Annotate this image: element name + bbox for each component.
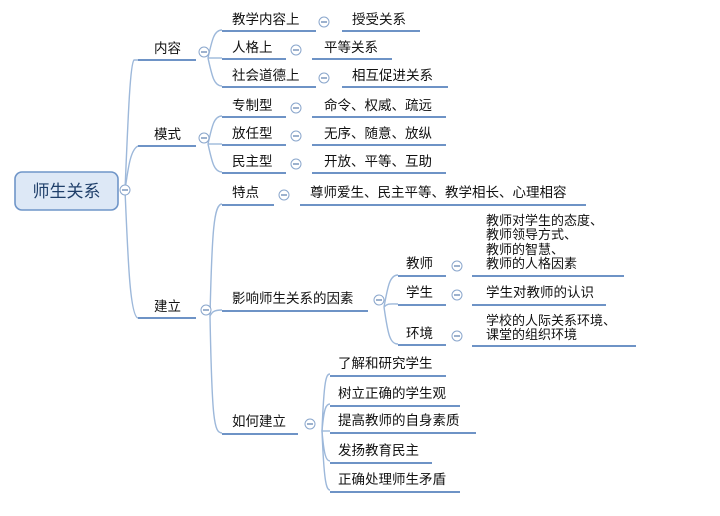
collapse-toggle-icon[interactable] (451, 289, 463, 301)
collapse-toggle-icon[interactable] (451, 260, 463, 272)
edge-how-5 (321, 430, 331, 491)
edge-factors-teacher (383, 274, 399, 308)
edges (124, 29, 399, 491)
collapse-toggle-icon[interactable] (119, 184, 131, 196)
features-label[interactable]: 特点 (232, 185, 259, 201)
collapse-toggle-icon[interactable] (198, 132, 210, 144)
collapse-toggle-icon[interactable] (318, 72, 330, 84)
factor-environment-line[interactable]: 课堂的组织环境 (486, 327, 577, 343)
collapse-toggle-icon[interactable] (290, 130, 302, 142)
content-item-value[interactable]: 相互促进关系 (352, 68, 433, 84)
factor-environment-line[interactable]: 学校的人际关系环境、 (486, 313, 616, 329)
root-label: 师生关系 (33, 182, 101, 202)
branch-content-label[interactable]: 内容 (154, 40, 181, 57)
edge-build-how (209, 315, 223, 434)
how-item[interactable]: 树立正确的学生观 (338, 386, 446, 402)
mode-item-value[interactable]: 命令、权威、疏远 (324, 97, 432, 114)
edge-root-build (124, 189, 139, 319)
factor-environment-label[interactable]: 环境 (406, 326, 433, 342)
factor-teacher-line[interactable]: 教师对学生的态度、 (486, 213, 603, 229)
content-item-label[interactable]: 社会道德上 (232, 68, 300, 84)
edge-factors-environment (383, 306, 399, 345)
collapse-toggle-icon[interactable] (373, 294, 385, 306)
collapse-toggle-icon[interactable] (304, 418, 316, 430)
how-item[interactable]: 了解和研究学生 (338, 356, 433, 372)
collapse-toggle-icon[interactable] (278, 189, 290, 201)
edge-mode-1 (207, 115, 223, 145)
mode-item-label[interactable]: 放任型 (232, 126, 273, 142)
factor-teacher-line[interactable]: 教师的人格因素 (486, 256, 577, 272)
mode-item-label[interactable]: 民主型 (232, 154, 273, 170)
how-item[interactable]: 发扬教育民主 (338, 443, 419, 459)
edge-factors-student (383, 303, 399, 308)
content-item-value[interactable]: 授受关系 (352, 12, 406, 28)
edge-root-content (124, 59, 138, 191)
factor-teacher-line[interactable]: 教师的智慧、 (486, 242, 564, 258)
content-item-value[interactable]: 平等关系 (324, 39, 378, 56)
root-node[interactable]: 师生关系 (14, 171, 119, 211)
edge-build-features (209, 203, 223, 317)
content-item-label[interactable]: 教学内容上 (232, 11, 300, 28)
factor-student-label[interactable]: 学生 (406, 285, 433, 301)
edge-mode-3 (207, 143, 223, 173)
collapse-toggle-icon[interactable] (290, 158, 302, 170)
content-item-label[interactable]: 人格上 (232, 40, 273, 56)
collapse-toggle-icon[interactable] (290, 44, 302, 56)
factor-teacher-line[interactable]: 教师领导方式、 (486, 227, 577, 243)
how-label[interactable]: 如何建立 (232, 414, 286, 430)
how-item[interactable]: 提高教师的自身素质 (338, 412, 460, 429)
edge-content-1 (207, 29, 223, 59)
mode-item-value[interactable]: 开放、平等、互助 (324, 153, 432, 170)
collapse-toggle-icon[interactable] (318, 16, 330, 28)
collapse-toggle-icon[interactable] (200, 304, 212, 316)
collapse-toggle-icon[interactable] (451, 330, 463, 342)
edge-content-3 (207, 57, 223, 87)
factor-student-value[interactable]: 学生对教师的认识 (486, 285, 594, 301)
branch-mode-label[interactable]: 模式 (154, 127, 181, 143)
features-value[interactable]: 尊师爱生、民主平等、教学相长、心理相容 (310, 184, 567, 201)
edge-build-factors (209, 309, 223, 317)
factors-label[interactable]: 影响师生关系的因素 (232, 291, 354, 307)
branch-build-label[interactable]: 建立 (154, 299, 181, 315)
underlines (138, 30, 636, 493)
mode-item-label[interactable]: 专制型 (232, 98, 273, 114)
edge-how-2 (321, 403, 331, 432)
collapse-toggle-icon[interactable] (198, 46, 210, 58)
how-item[interactable]: 正确处理师生矛盾 (338, 472, 446, 488)
factor-teacher-label[interactable]: 教师 (406, 256, 433, 272)
mode-item-value[interactable]: 无序、随意、放纵 (324, 125, 432, 142)
collapse-toggle-icon[interactable] (290, 102, 302, 114)
